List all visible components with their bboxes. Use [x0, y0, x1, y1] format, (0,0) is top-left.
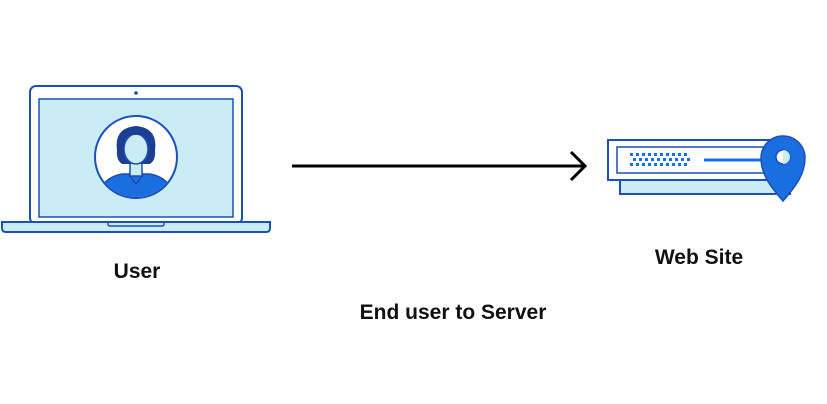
website-dots — [630, 153, 690, 166]
laptop-notch — [107, 222, 165, 227]
laptop-camera — [134, 91, 138, 95]
user-avatar-icon — [94, 115, 178, 199]
user-label: User — [113, 260, 161, 283]
laptop-base — [1, 221, 271, 233]
arrow-right-icon — [292, 150, 588, 182]
website-label: Web Site — [654, 246, 744, 269]
location-pin-icon — [760, 135, 806, 203]
diagram-caption: End user to Server — [359, 301, 547, 324]
